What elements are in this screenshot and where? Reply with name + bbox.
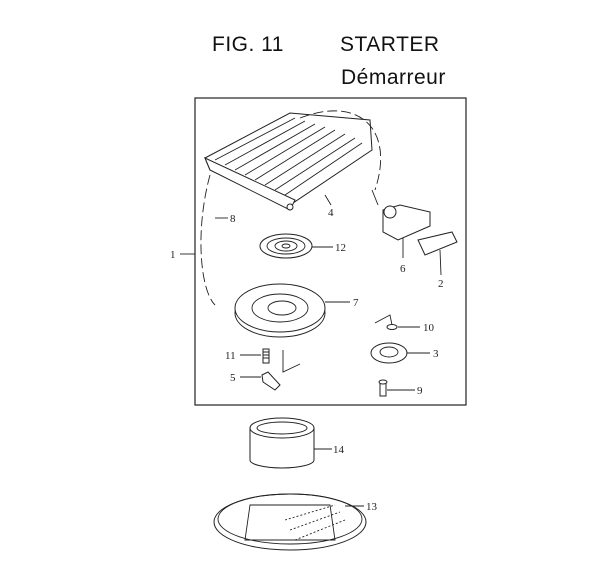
starter-rope-part [299, 110, 382, 191]
figure-title: STARTER [340, 33, 440, 56]
callout-8: 8 [230, 213, 236, 225]
callout-5: 5 [230, 372, 236, 384]
starter-cup-part [249, 417, 332, 469]
assembly-box [194, 97, 467, 406]
callout-2: 2 [438, 278, 444, 290]
starter-screen-part [213, 493, 367, 551]
ratchet-part [370, 342, 408, 364]
pawl-part [240, 371, 281, 391]
callout-3: 3 [433, 348, 439, 360]
callout-7: 7 [353, 297, 359, 309]
callout-11: 11 [225, 350, 236, 362]
recoil-spring-part [259, 233, 333, 259]
callout-1: 1 [170, 249, 176, 261]
washer-part [386, 324, 398, 330]
pawl-spring-part [240, 348, 270, 364]
rope-reel-part [234, 283, 350, 338]
figure-number: FIG. 11 [212, 33, 284, 56]
callout-12: 12 [335, 242, 346, 254]
figure-subtitle: Démarreur [341, 66, 446, 89]
starter-handle-part [382, 204, 458, 276]
callout-6: 6 [400, 263, 406, 275]
callout-14: 14 [333, 444, 345, 456]
callout-9: 9 [417, 385, 423, 397]
callout-10: 10 [423, 322, 435, 334]
callout-4: 4 [328, 207, 334, 219]
starter-cover-part [204, 112, 373, 211]
callout-13: 13 [366, 501, 378, 513]
screw-part [378, 379, 415, 397]
